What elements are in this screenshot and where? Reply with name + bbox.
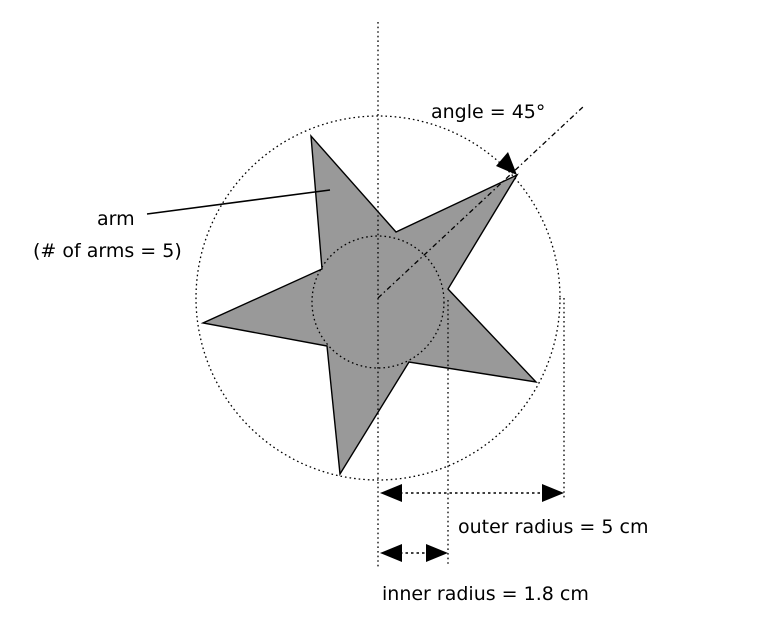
inner-circle [311, 235, 445, 369]
outer-circle [195, 115, 561, 481]
outer-radius-left-arrowhead [380, 484, 402, 502]
star-shape [200, 133, 538, 477]
arm-pointer [146, 189, 331, 215]
outer-radius-right-arrowhead [542, 484, 564, 502]
arm-label: arm [97, 208, 135, 230]
inner-radius-left-arrowhead [380, 544, 402, 562]
arm-count-label: (# of arms = 5) [33, 240, 182, 262]
angle-arrowhead [496, 152, 517, 175]
angle-label: angle = 45° [431, 101, 545, 123]
inner-radius-label: inner radius = 1.8 cm [382, 583, 589, 605]
angle-line [377, 105, 585, 299]
inner-radius-right-arrowhead [426, 544, 448, 562]
outer-radius-label: outer radius = 5 cm [458, 516, 648, 538]
